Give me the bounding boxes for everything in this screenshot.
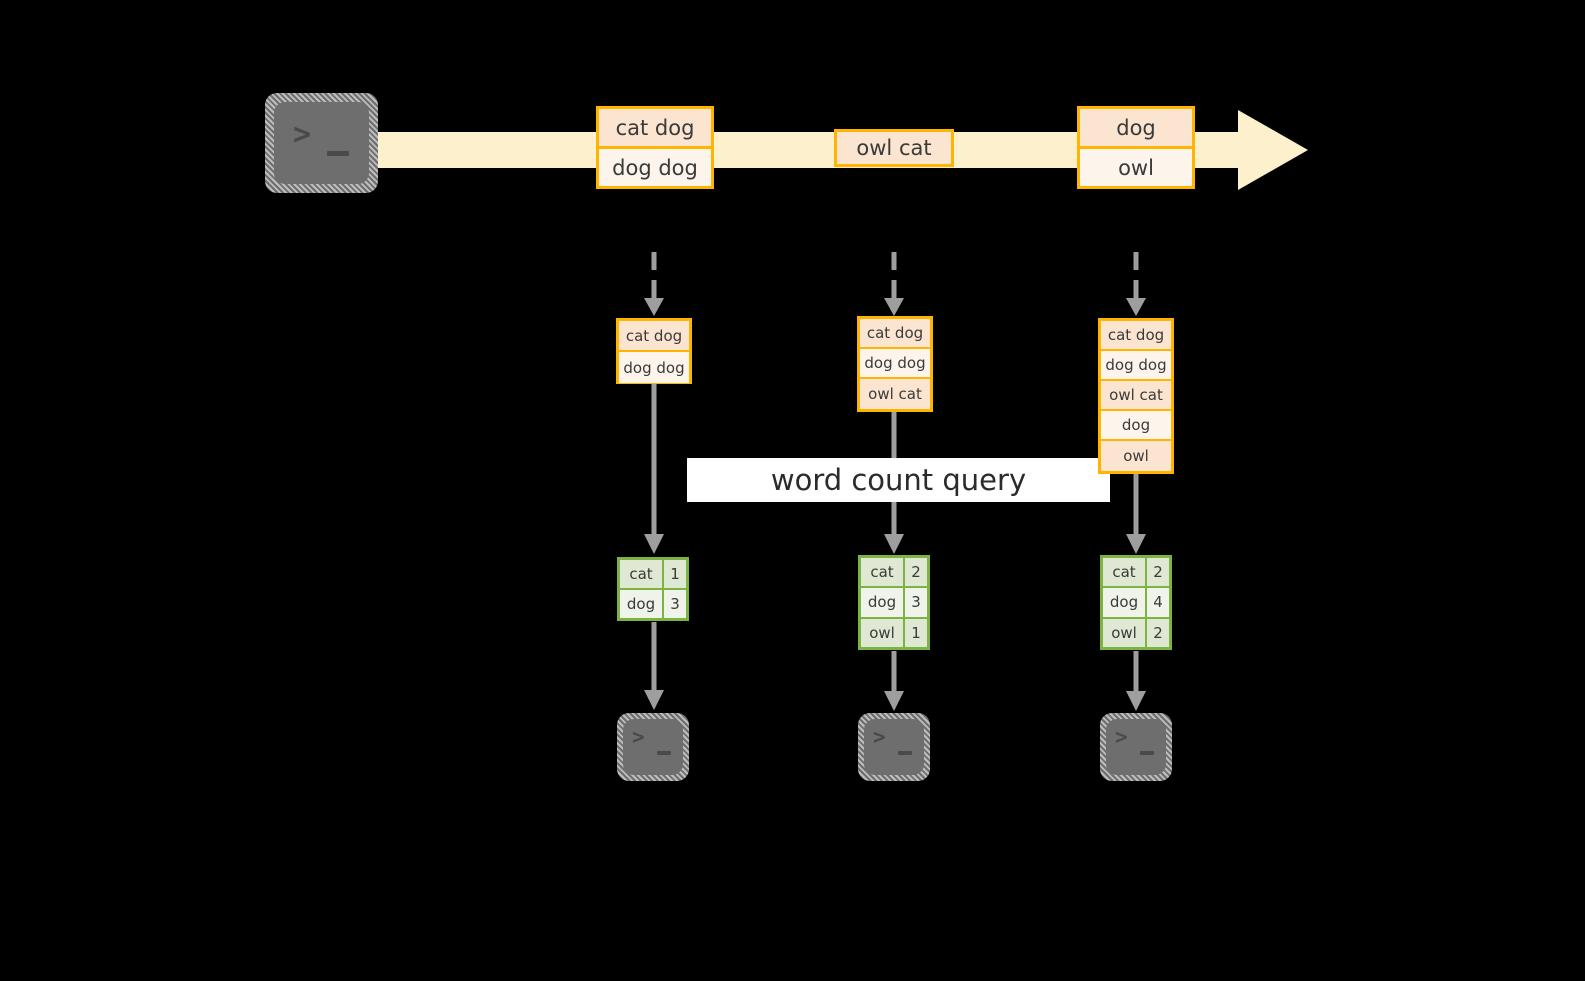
table-row: dog 3 (620, 590, 686, 618)
snapshot-2-input-row: owl cat (860, 379, 930, 409)
result-count: 3 (905, 588, 927, 617)
snapshot-3-input-row: dog (1101, 411, 1171, 441)
result-word: owl (1103, 618, 1147, 647)
terminal-face (274, 102, 369, 184)
result-count: 4 (1147, 588, 1169, 617)
snapshot-3-input-row: owl (1101, 441, 1171, 471)
terminal-face (1106, 719, 1166, 775)
snapshot-3-result-table[interactable]: cat 2 dog 4 owl 2 (1100, 555, 1172, 650)
connector-snapshot-1-to-result (640, 382, 668, 558)
snapshot-2-result-table[interactable]: cat 2 dog 3 owl 1 (858, 555, 930, 650)
snapshot-3-input-row: dog dog (1101, 351, 1171, 381)
snapshot-1-input-row: cat dog (619, 321, 689, 352)
result-word: cat (1103, 558, 1147, 587)
terminal-prompt-chevron: > (873, 725, 886, 749)
result-word: cat (620, 560, 664, 588)
result-count: 1 (905, 618, 927, 647)
connector-result-3-to-sink (1122, 651, 1150, 715)
connector-result-2-to-sink (880, 651, 908, 715)
snapshot-1-result-table[interactable]: cat 1 dog 3 (617, 557, 689, 621)
table-row: owl 2 (1103, 618, 1169, 647)
snapshot-2-input-stack[interactable]: cat dog dog dog owl cat (857, 316, 933, 412)
result-count: 2 (1147, 618, 1169, 647)
table-row: dog 3 (861, 588, 927, 619)
result-word: cat (861, 558, 905, 587)
terminal-face (864, 719, 924, 775)
stream-message-cat-dog[interactable]: cat dog (596, 106, 714, 149)
connector-stream-to-snapshot-1 (640, 252, 668, 320)
result-word: dog (1103, 588, 1147, 617)
stream-message-owl[interactable]: owl (1077, 146, 1195, 189)
table-row: cat 2 (861, 558, 927, 589)
connector-stream-to-snapshot-3 (1122, 252, 1150, 320)
table-row: owl 1 (861, 618, 927, 647)
snapshot-2-input-row: cat dog (860, 319, 930, 349)
snapshot-3-input-row: owl cat (1101, 381, 1171, 411)
stream-message-dog-dog[interactable]: dog dog (596, 146, 714, 189)
terminal-cursor-underscore (327, 151, 349, 156)
result-count: 2 (905, 558, 927, 587)
terminal-prompt-chevron: > (632, 725, 645, 749)
table-row: cat 2 (1103, 558, 1169, 589)
connector-stream-to-snapshot-2 (880, 252, 908, 320)
snapshot-1-input-row: dog dog (619, 352, 689, 383)
snapshot-2-input-row: dog dog (860, 349, 930, 379)
stream-message-owl-cat[interactable]: owl cat (834, 129, 954, 167)
terminal-face (623, 719, 683, 775)
terminal-prompt-chevron: > (293, 117, 312, 152)
connector-snapshot-3-to-result (1122, 474, 1150, 558)
query-banner: word count query (687, 458, 1110, 502)
table-row: cat 1 (620, 560, 686, 590)
terminal-cursor-underscore (898, 751, 912, 755)
terminal-cursor-underscore (1140, 751, 1154, 755)
snapshot-1-sink-terminal-icon[interactable]: > (617, 713, 689, 781)
snapshot-1-input-stack[interactable]: cat dog dog dog (616, 318, 692, 384)
result-word: owl (861, 618, 905, 647)
result-count: 1 (664, 560, 686, 588)
table-row: dog 4 (1103, 588, 1169, 619)
terminal-cursor-underscore (657, 751, 671, 755)
connector-result-1-to-sink (640, 622, 668, 714)
snapshot-3-input-row: cat dog (1101, 321, 1171, 351)
snapshot-3-input-stack[interactable]: cat dog dog dog owl cat dog owl (1098, 318, 1174, 474)
result-word: dog (620, 590, 664, 618)
source-terminal-icon[interactable]: > (265, 93, 378, 193)
result-count: 3 (664, 590, 686, 618)
stream-message-dog[interactable]: dog (1077, 106, 1195, 149)
snapshot-2-sink-terminal-icon[interactable]: > (858, 713, 930, 781)
terminal-prompt-chevron: > (1115, 725, 1128, 749)
result-count: 2 (1147, 558, 1169, 587)
result-word: dog (861, 588, 905, 617)
snapshot-3-sink-terminal-icon[interactable]: > (1100, 713, 1172, 781)
